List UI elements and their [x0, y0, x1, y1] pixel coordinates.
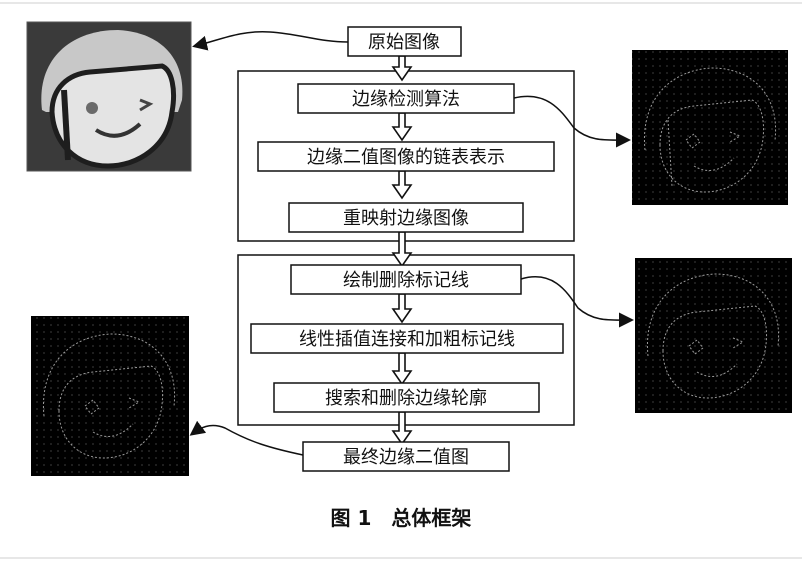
node-remap-label: 重映射边缘图像: [343, 208, 469, 229]
node-final-binary-label: 最终边缘二值图: [343, 447, 469, 468]
node-final-binary: 最终边缘二值图: [302, 441, 510, 472]
node-edge-detection: 边缘检测算法: [297, 83, 515, 114]
node-interpolate-thicken-label: 线性插值连接和加粗标记线: [299, 329, 515, 350]
figure-caption: 图 1 总体框架: [331, 506, 472, 530]
flow-arrows: [391, 55, 413, 446]
node-original-image: 原始图像: [347, 26, 462, 57]
final-binary-image: [31, 316, 189, 476]
node-draw-delete-lines: 绘制删除标记线: [290, 264, 522, 295]
edge-detection-image: [632, 50, 788, 205]
node-draw-delete-lines-label: 绘制删除标记线: [343, 270, 469, 291]
node-remap: 重映射边缘图像: [288, 202, 524, 233]
node-original-image-label: 原始图像: [368, 32, 440, 53]
node-edge-detection-label: 边缘检测算法: [352, 89, 460, 110]
node-chain-code: 边缘二值图像的链表表示: [257, 141, 555, 172]
original-face-image: [26, 21, 192, 172]
node-search-delete-contour: 搜索和删除边缘轮廓: [273, 382, 540, 413]
node-search-delete-contour-label: 搜索和删除边缘轮廓: [325, 388, 487, 409]
delete-lines-image: [635, 258, 792, 413]
node-chain-code-label: 边缘二值图像的链表表示: [307, 147, 505, 168]
image-connectors: [189, 31, 634, 456]
node-interpolate-thicken: 线性插值连接和加粗标记线: [250, 323, 564, 354]
